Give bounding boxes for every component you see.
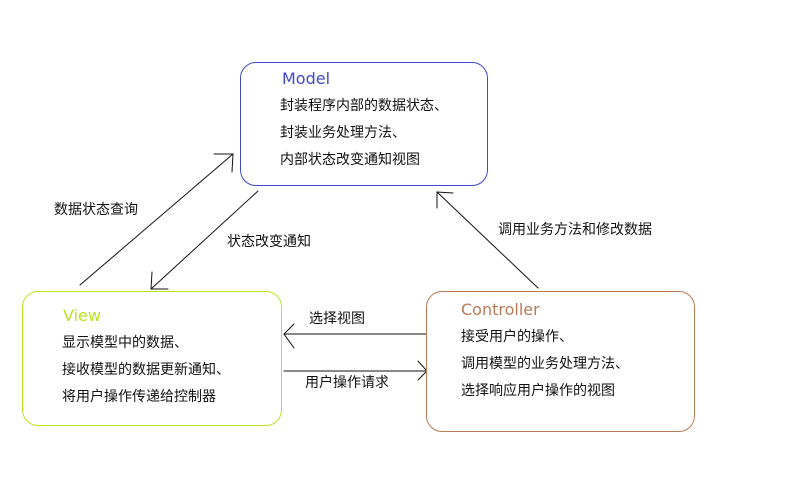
view-line-2: 接收模型的数据更新通知、 [62, 362, 230, 378]
controller-title: Controller [461, 300, 540, 319]
controller-line-3: 选择响应用户操作的视图 [461, 383, 615, 399]
view-title: View [63, 306, 101, 325]
arrowhead-model-to-view [150, 271, 169, 290]
model-line-2: 封装业务处理方法、 [280, 125, 406, 141]
model-line-3: 内部状态改变通知视图 [280, 152, 420, 168]
controller-box: Controller 接受用户的操作、 调用模型的业务处理方法、 选择响应用户操… [426, 291, 695, 432]
view-box: View 显示模型中的数据、 接收模型的数据更新通知、 将用户操作传递给控制器 [22, 291, 282, 426]
model-box: Model 封装程序内部的数据状态、 封装业务处理方法、 内部状态改变通知视图 [240, 62, 488, 186]
label-data-state-query: 数据状态查询 [54, 202, 138, 218]
arrow-view-to-model [79, 153, 234, 286]
label-invoke-business-method: 调用业务方法和修改数据 [498, 222, 652, 238]
label-user-request: 用户操作请求 [305, 375, 389, 391]
arrowhead-view-to-model [213, 153, 234, 173]
view-line-1: 显示模型中的数据、 [62, 335, 188, 351]
controller-line-1: 接受用户的操作、 [461, 329, 573, 345]
model-line-1: 封装程序内部的数据状态、 [280, 98, 448, 114]
arrowhead-controller-to-view [283, 323, 295, 349]
arrow-controller-to-model [436, 191, 539, 289]
view-line-3: 将用户操作传递给控制器 [62, 389, 216, 405]
model-title: Model [282, 69, 331, 88]
controller-line-2: 调用模型的业务处理方法、 [461, 356, 629, 372]
arrow-model-to-view [150, 190, 259, 290]
arrowhead-controller-to-model [436, 191, 454, 209]
label-state-change-notify: 状态改变通知 [227, 234, 311, 250]
label-select-view: 选择视图 [309, 311, 365, 327]
